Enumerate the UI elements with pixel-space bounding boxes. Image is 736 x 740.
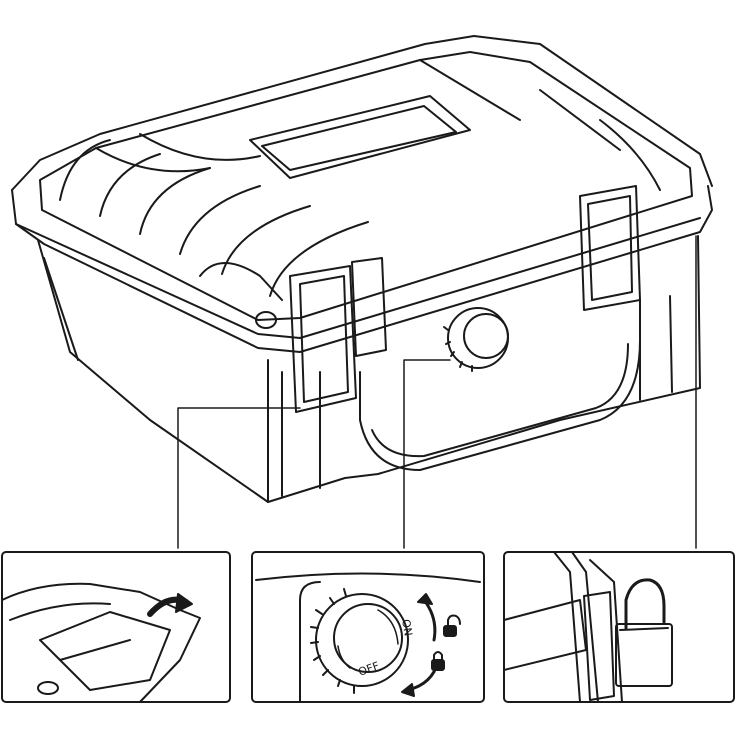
lock-icon	[431, 651, 445, 671]
unlock-icon	[443, 614, 461, 637]
case-body	[37, 235, 701, 503]
label-recess	[249, 95, 471, 179]
main-case	[11, 35, 713, 503]
callout-padlock-detail	[503, 551, 735, 703]
callout-latch-detail	[1, 551, 231, 703]
front-latch-right	[579, 185, 641, 311]
carry-handle	[359, 339, 641, 471]
front-latch-left	[289, 265, 357, 413]
lid-rim	[11, 35, 713, 353]
padlock-icon	[615, 578, 673, 687]
pressure-valve	[443, 307, 509, 372]
lid-top	[39, 51, 693, 329]
leader-lines	[177, 235, 697, 549]
side-latch	[351, 257, 387, 357]
valve-on-label: ON	[399, 618, 415, 637]
callout-pressure-valve-detail: ON OFF	[251, 551, 485, 703]
valve-off-label: OFF	[357, 659, 381, 679]
